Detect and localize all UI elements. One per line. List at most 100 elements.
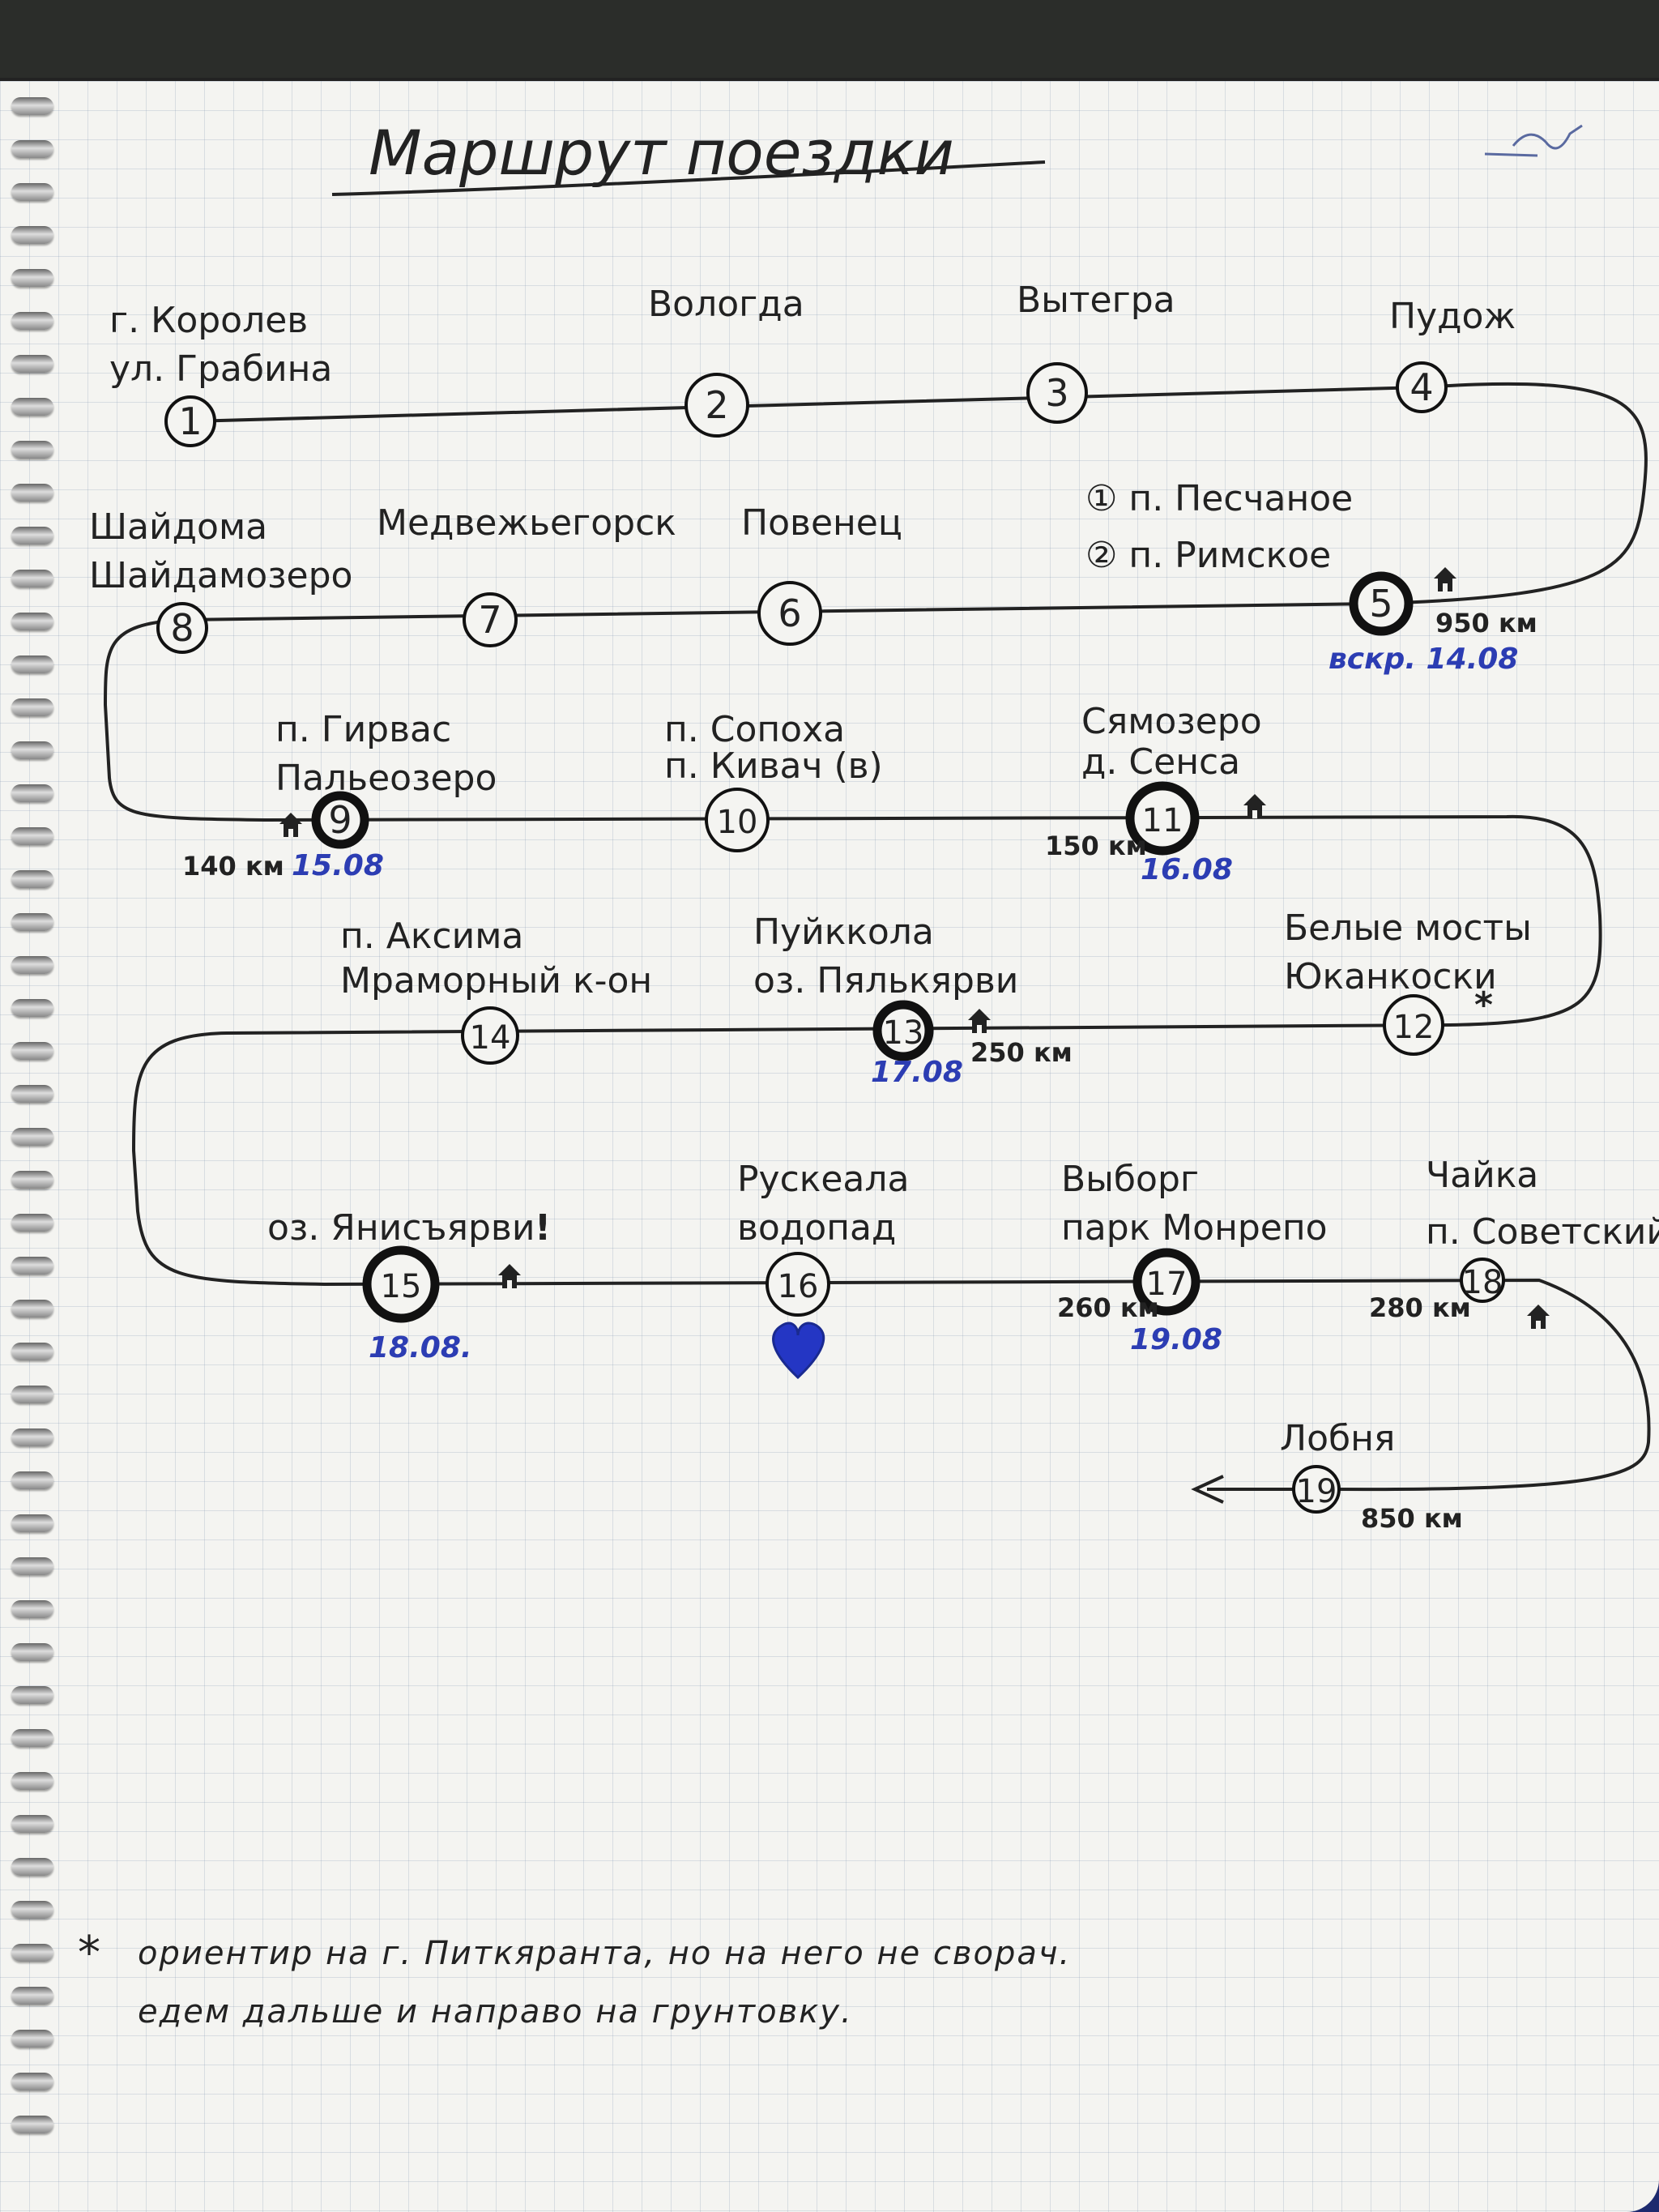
stop-label: ① п. Песчаное xyxy=(1085,478,1353,519)
spiral-ring xyxy=(11,1428,53,1446)
stop-label: Мраморный к-он xyxy=(340,960,652,1001)
stop-circle xyxy=(705,788,770,852)
spiral-ring xyxy=(11,1257,53,1275)
spiral-ring xyxy=(11,1128,53,1146)
stop-distance: 140 км xyxy=(182,851,284,882)
stop-label: Рускеала xyxy=(737,1159,909,1200)
route-end-arrow xyxy=(1191,1475,1224,1504)
stop-circle xyxy=(1132,1248,1201,1316)
stop-label: Сямозеро xyxy=(1081,701,1262,742)
spiral-ring xyxy=(11,97,53,115)
page-title: Маршрут поездки xyxy=(369,117,954,189)
stop-circle xyxy=(1349,571,1414,636)
stop-label: п. Советский xyxy=(1426,1211,1659,1253)
stop-distance: 250 км xyxy=(970,1037,1073,1068)
footnote: * ориентир на г. Питкяранта, но на него … xyxy=(78,1924,1644,2041)
spiral-ring xyxy=(11,784,53,802)
spiral-ring xyxy=(11,870,53,888)
stop-number: 4 xyxy=(1410,365,1433,409)
stop-label: Чайка xyxy=(1426,1155,1538,1196)
stop-label: ② п. Римское xyxy=(1085,535,1331,576)
spiral-ring xyxy=(11,2116,53,2133)
stop-label: Медвежьегорск xyxy=(377,502,676,544)
stop-label: Вологда xyxy=(648,284,804,325)
spiral-binding xyxy=(0,81,73,2188)
stop-number: 18 xyxy=(1462,1264,1503,1301)
stop-circle xyxy=(872,1000,934,1061)
stop-label: ул. Грабина xyxy=(109,348,332,390)
stop-label: п. Сопоха xyxy=(664,709,845,750)
stop-number: 13 xyxy=(883,1014,924,1052)
stop-circle xyxy=(1026,362,1088,424)
stop-label: п. Кивач (в) xyxy=(664,745,883,787)
stop-number: 10 xyxy=(717,804,758,841)
house-icon xyxy=(1527,1305,1550,1329)
spiral-ring xyxy=(11,1386,53,1403)
spiral-ring xyxy=(11,1214,53,1232)
notebook-page xyxy=(0,81,1659,2212)
stop-label: парк Монрепо xyxy=(1061,1207,1328,1249)
spiral-ring xyxy=(11,956,53,974)
stop-circle xyxy=(1396,361,1448,413)
stop-label: г. Королев xyxy=(109,300,308,341)
spiral-ring xyxy=(11,1772,53,1790)
stop-date: 17.08 xyxy=(871,1056,963,1089)
stop-number: 9 xyxy=(328,798,352,842)
stop-circle xyxy=(1383,994,1444,1056)
stop-distance: 280 км xyxy=(1369,1292,1471,1323)
stop-circle xyxy=(1460,1258,1505,1303)
stop-distance: 850 км xyxy=(1361,1503,1463,1534)
stop-label: водопад xyxy=(737,1207,896,1249)
stop-number: 12 xyxy=(1393,1009,1435,1046)
stop-number: 8 xyxy=(170,606,194,650)
spiral-ring xyxy=(11,1085,53,1103)
stop-number: 2 xyxy=(705,383,728,427)
spiral-ring xyxy=(11,226,53,244)
spiral-ring xyxy=(11,355,53,373)
spiral-ring xyxy=(11,527,53,544)
spiral-ring xyxy=(11,1557,53,1575)
stop-label: оз. Пялькярви xyxy=(753,960,1018,1001)
stop-number: 6 xyxy=(778,591,801,635)
stop-circle xyxy=(362,1245,440,1323)
footnote-line-2: едем дальше и направо на грунтовку. xyxy=(138,1993,853,2031)
stop-date: 18.08. xyxy=(369,1331,472,1364)
stop-label: д. Сенса xyxy=(1081,741,1240,783)
stop-label: Шайдамозеро xyxy=(89,555,352,596)
house-icon xyxy=(968,1009,991,1033)
stop-circle xyxy=(463,592,518,647)
spiral-ring xyxy=(11,183,53,201)
spiral-ring xyxy=(11,1815,53,1833)
stop-date: 15.08 xyxy=(292,849,384,882)
spiral-ring xyxy=(11,2073,53,2090)
stop-number: 14 xyxy=(470,1019,511,1057)
stop-circle xyxy=(156,602,208,654)
spiral-ring xyxy=(11,613,53,630)
spiral-ring xyxy=(11,827,53,845)
spiral-ring xyxy=(11,1729,53,1747)
stop-circle xyxy=(766,1252,830,1317)
stop-label: Пальеозеро xyxy=(275,758,497,799)
spiral-ring xyxy=(11,1944,53,1962)
spiral-ring xyxy=(11,1987,53,2005)
spiral-ring xyxy=(11,484,53,502)
spiral-ring xyxy=(11,1901,53,1919)
spiral-ring xyxy=(11,1514,53,1532)
spiral-ring xyxy=(11,570,53,587)
spiral-ring xyxy=(11,1600,53,1618)
stop-number: 11 xyxy=(1142,802,1183,839)
spiral-ring xyxy=(11,441,53,459)
spiral-ring xyxy=(11,1343,53,1360)
stop-circle xyxy=(684,373,749,438)
